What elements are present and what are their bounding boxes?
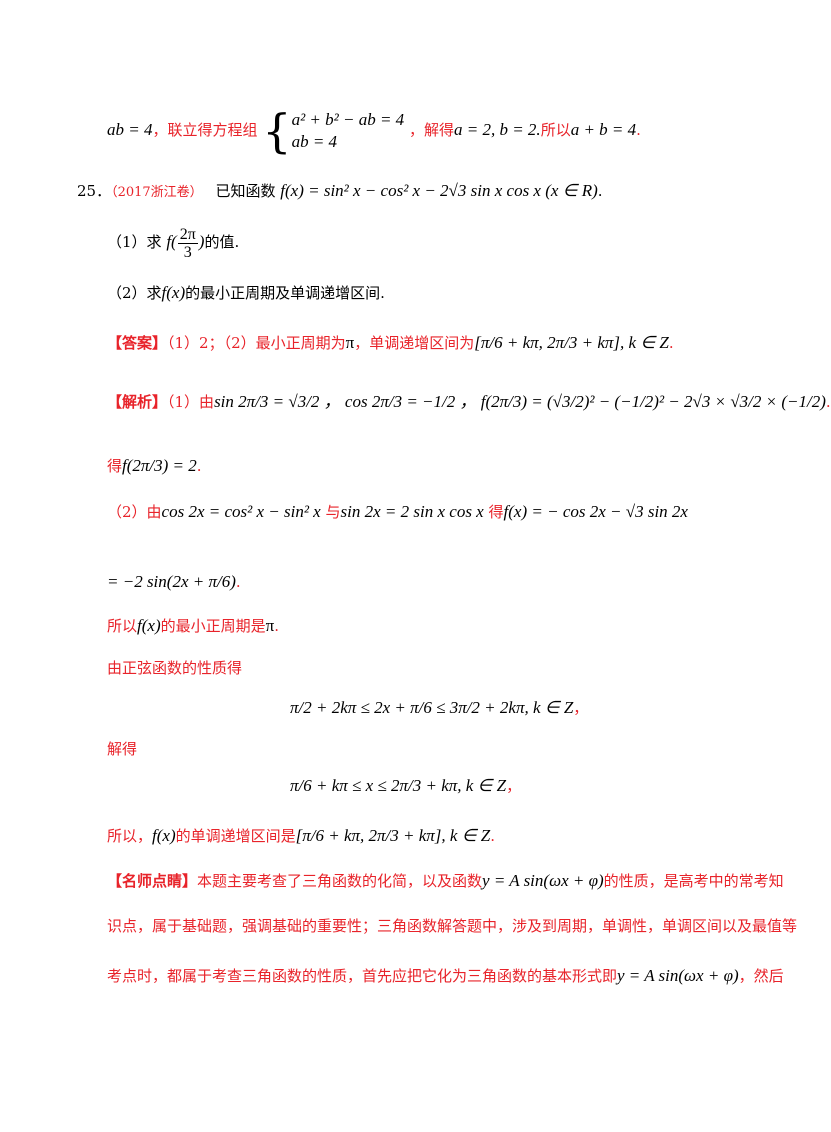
analysis-line-1: 【解析】（1）由sin 2π/3 = √3/2 ， cos 2π/3 = −1/… (107, 392, 831, 411)
commentary-line-3: 考点时，都属于考查三角函数的性质，首先应把它化为三角函数的基本形式即y = A … (107, 966, 784, 985)
commentary-line-1: 【名师点睛】本题主要考查了三角函数的化简，以及函数y = A sin(ωx + … (107, 871, 784, 890)
system-brace: { (262, 104, 292, 158)
problem-number: 25． (77, 182, 112, 200)
sine-formula: y = A sin(ωx + φ) (482, 871, 604, 890)
sum-ab: a + b = 4 (570, 120, 637, 139)
analysis-expression-1: sin 2π/3 = √3/2 ， cos 2π/3 = −1/2 ， f(2π… (214, 392, 826, 411)
analysis-result-1: 得f(2π/3) = 2. (107, 456, 202, 475)
ab-equation: ab = 4 (107, 120, 153, 139)
problem-source: （2017浙江卷） (111, 185, 203, 200)
answer-interval: [π/6 + kπ, 2π/3 + kπ], k ∈ Z (474, 333, 669, 352)
analysis-conclusion: 所以，f(x)的单调递增区间是[π/6 + kπ, 2π/3 + kπ], k … (107, 826, 495, 845)
answer-line: 【答案】（1）2；（2）最小正周期为π，单调递增区间为[π/6 + kπ, 2π… (107, 333, 674, 352)
analysis-line-2b: = −2 sin(2x + π/6). (107, 572, 241, 591)
question-2: （2）求f(x)的最小正周期及单调递增区间. (107, 283, 385, 302)
analysis-solve: 解得 (107, 740, 138, 758)
inequality-2: π/6 + kπ ≤ x ≤ 2π/3 + kπ, k ∈ Z， (290, 776, 522, 795)
commentary-line-2: 识点，属于基础题，强调基础的重要性；三角函数解答题中，涉及到周期，单调性，单调区… (107, 917, 798, 935)
analysis-period: 所以f(x)的最小正周期是π. (107, 616, 279, 635)
commentary-tag: 【名师点睛】 (107, 872, 198, 890)
function-definition: f(x) = sin² x − cos² x − 2√3 sin x cos x… (280, 181, 598, 200)
solution-ab: a = 2, b = 2. (453, 120, 541, 139)
inequality-1: π/2 + 2kπ ≤ 2x + π/6 ≤ 3π/2 + 2kπ, k ∈ Z… (290, 698, 589, 717)
joint-system-text: 联立得方程组 (167, 121, 258, 139)
answer-tag: 【答案】 (107, 334, 168, 352)
analysis-tag: 【解析】 (107, 393, 168, 411)
problem-stem: 25．（2017浙江卷） 已知函数 f(x) = sin² x − cos² x… (77, 181, 603, 200)
analysis-sine-property: 由正弦函数的性质得 (107, 659, 243, 677)
equation-system: a² + b² − ab = 4 ab = 4 (291, 110, 405, 151)
analysis-line-2: （2）由cos 2x = cos² x − sin² x 与sin 2x = 2… (107, 502, 688, 521)
prev-solution-line: ab = 4，联立得方程组 { a² + b² − ab = 4 ab = 4 … (107, 104, 641, 158)
